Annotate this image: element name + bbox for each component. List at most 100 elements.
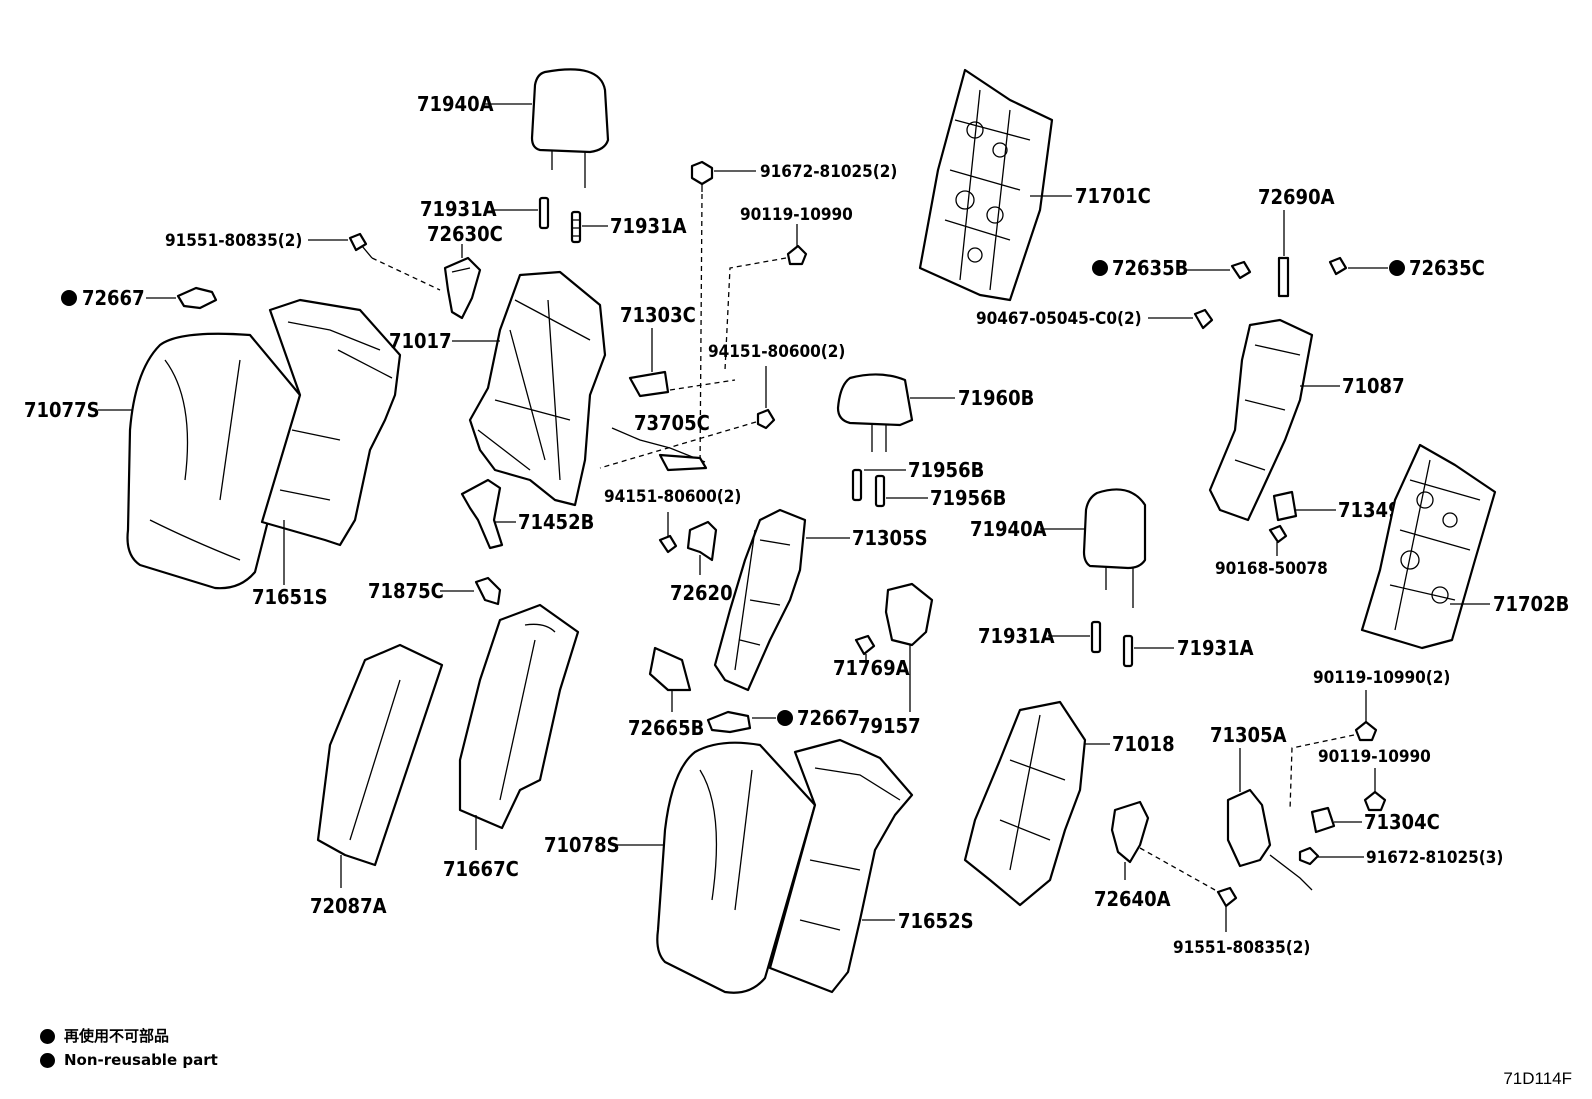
label-71956b-a: 71956B xyxy=(908,458,984,482)
label-71452b: 71452B xyxy=(518,510,594,534)
bracket-71303c xyxy=(628,370,670,398)
fastener-72635b xyxy=(1230,260,1252,280)
fastener-72635c xyxy=(1328,256,1348,276)
bracket-71087 xyxy=(1208,318,1314,522)
label-72667-mid: 72667 xyxy=(797,706,860,730)
label-72635c: 72635C xyxy=(1409,256,1485,280)
bolt-91551-top xyxy=(348,232,373,259)
label-71960b: 71960B xyxy=(958,386,1034,410)
label-71087: 71087 xyxy=(1342,374,1405,398)
label-90119-3: 90119-10990 xyxy=(1318,747,1431,767)
label-71769a: 71769A xyxy=(833,656,910,680)
seatback-pad-71651s xyxy=(260,298,402,547)
label-72630c: 72630C xyxy=(427,222,503,246)
strap-72690a xyxy=(1277,256,1290,298)
label-72665b: 72665B xyxy=(628,716,704,740)
cover-71667c xyxy=(458,603,580,830)
label-71956b-b: 71956B xyxy=(930,486,1006,510)
label-91672-top: 91672-81025(2) xyxy=(760,162,897,182)
label-71931a-d: 71931A xyxy=(1177,636,1254,660)
legend-jp: 再使用不可部品 xyxy=(64,1027,170,1045)
label-71940a-mid: 71940A xyxy=(970,517,1047,541)
label-91672-bottom: 91672-81025(3) xyxy=(1366,848,1503,868)
label-71931a-a: 71931A xyxy=(420,197,497,221)
cover-72665b xyxy=(648,646,692,692)
bullet-icon xyxy=(40,1028,55,1044)
label-73705c: 73705C xyxy=(634,411,710,435)
mechanism-71305a xyxy=(1226,788,1313,891)
bracket-72620 xyxy=(686,520,718,562)
label-72690a: 72690A xyxy=(1258,185,1335,209)
label-71018: 71018 xyxy=(1112,732,1175,756)
bolt-91672-bottom xyxy=(1298,846,1320,866)
bracket-72640a xyxy=(1110,800,1150,864)
nut-94151-a xyxy=(756,408,776,430)
nut-90119-2 xyxy=(1354,720,1378,742)
label-71652s: 71652S xyxy=(898,909,974,933)
headrest-71960b xyxy=(836,373,914,452)
seatback-cover-71077s xyxy=(126,332,302,590)
label-71651s: 71651S xyxy=(252,585,328,609)
label-72620: 72620 xyxy=(670,581,733,605)
diagram-code: 71D114F xyxy=(1503,1069,1572,1088)
label-94151-b: 94151-80600(2) xyxy=(604,487,741,507)
label-90119-2: 90119-10990(2) xyxy=(1313,668,1450,688)
label-71303c: 71303C xyxy=(620,303,696,327)
bracket-71304c xyxy=(1310,806,1336,834)
guide-71931a-mid xyxy=(1090,620,1134,668)
seatback-frame-71017 xyxy=(468,270,607,507)
bracket-71349e xyxy=(1272,490,1298,522)
label-71702b: 71702B xyxy=(1493,592,1569,616)
bracket-71452b xyxy=(460,478,504,550)
label-71667c: 71667C xyxy=(443,857,519,881)
nut-94151-b xyxy=(658,534,678,554)
board-71701c xyxy=(918,68,1054,302)
label-72640a: 72640A xyxy=(1094,887,1171,911)
cover-72087a xyxy=(316,643,444,867)
seatback-pad-71652s xyxy=(768,738,914,994)
label-71940a-top: 71940A xyxy=(417,92,494,116)
clip-71875c xyxy=(474,576,502,606)
frame-71305s xyxy=(713,508,807,692)
legend-en: Non-reusable part xyxy=(64,1051,218,1069)
bullet-icon xyxy=(40,1052,55,1068)
label-71078s: 71078S xyxy=(544,833,620,857)
clip-72667-mid xyxy=(706,710,752,734)
label-72667-top: 72667 xyxy=(82,286,145,310)
label-71017: 71017 xyxy=(389,329,452,353)
frame-71018 xyxy=(963,700,1087,907)
label-94151-a: 94151-80600(2) xyxy=(708,342,845,362)
board-71702b xyxy=(1360,443,1497,650)
label-72635b: 72635B xyxy=(1112,256,1188,280)
bolt-91672-top xyxy=(690,160,714,192)
legend: 再使用不可部品 Non-reusable part xyxy=(40,1024,218,1072)
label-71931a-c: 71931A xyxy=(978,624,1055,648)
label-90467: 90467-05045-C0(2) xyxy=(976,309,1142,329)
clip-90467 xyxy=(1193,308,1214,330)
harness-73705c xyxy=(611,427,708,472)
label-90168: 90168-50078 xyxy=(1215,559,1328,579)
seatback-cover-71078s xyxy=(656,741,817,994)
guide-71956b xyxy=(851,468,886,508)
guide-71931a-top xyxy=(538,196,582,244)
bolt-91551-bottom xyxy=(1216,886,1238,908)
label-71701c: 71701C xyxy=(1075,184,1151,208)
screw-90168 xyxy=(1268,524,1288,544)
switch-79157 xyxy=(854,582,934,656)
label-91551-bottom: 91551-80835(2) xyxy=(1173,938,1310,958)
headrest-71940a-top xyxy=(530,68,610,188)
label-91551-top: 91551-80835(2) xyxy=(165,231,302,251)
label-71875c: 71875C xyxy=(368,579,444,603)
label-90119-top: 90119-10990 xyxy=(740,205,853,225)
nut-90119-3 xyxy=(1363,790,1387,812)
label-71304c: 71304C xyxy=(1364,810,1440,834)
label-71931a-b: 71931A xyxy=(610,214,687,238)
label-79157: 79157 xyxy=(858,714,921,738)
label-71305s: 71305S xyxy=(852,526,928,550)
nut-90119-top xyxy=(786,244,808,266)
label-72087a: 72087A xyxy=(310,894,387,918)
headrest-71940a-mid xyxy=(1082,488,1147,608)
bracket-72630c xyxy=(443,256,482,320)
clip-72667-top xyxy=(176,286,218,310)
